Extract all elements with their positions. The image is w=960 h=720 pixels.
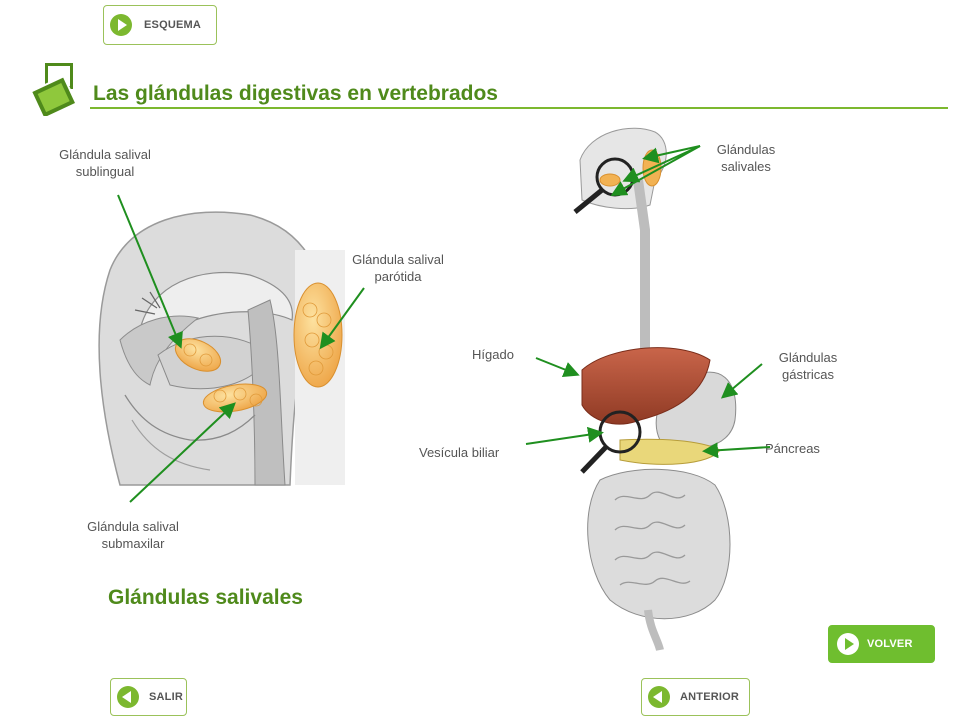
- arrow-submaxilar: [129, 402, 236, 503]
- label-glandulas-gastricas-line2: gástricas: [781, 367, 835, 382]
- arrow-higado: [535, 357, 580, 377]
- label-sublingual: Glándula salival sublingual: [30, 146, 180, 180]
- notebook-icon: [30, 61, 78, 116]
- back-arrow-icon: [648, 686, 670, 708]
- label-parotida: Glándula salival parótida: [323, 251, 473, 285]
- esquema-label: ESQUEMA: [144, 19, 202, 31]
- label-glandulas-salivales-line1: Glándulas: [716, 142, 776, 157]
- label-sublingual-line1: Glándula salival: [59, 147, 151, 162]
- title-divider: [90, 107, 948, 109]
- play-icon: [837, 633, 859, 655]
- salir-label: SALIR: [149, 691, 183, 703]
- label-vesicula-biliar: Vesícula biliar: [419, 445, 500, 460]
- label-submaxilar: Glándula salival submaxilar: [58, 518, 208, 552]
- arrow-vesicula: [525, 426, 604, 445]
- label-glandulas-salivales: Glándulas salivales: [696, 141, 796, 175]
- label-submaxilar-line1: Glándula salival: [87, 519, 179, 534]
- label-higado: Hígado: [472, 347, 514, 362]
- arrow-salivales-2: [622, 145, 701, 183]
- arrow-gastricas: [720, 363, 763, 399]
- anterior-label: ANTERIOR: [680, 691, 740, 703]
- label-parotida-line1: Glándula salival: [352, 252, 444, 267]
- page-title: Las glándulas digestivas en vertebrados: [93, 82, 498, 105]
- label-glandulas-gastricas-line1: Glándulas: [778, 350, 838, 365]
- arrow-salivales-1: [642, 145, 701, 164]
- arrow-salivales-3: [610, 145, 701, 196]
- label-parotida-line2: parótida: [374, 269, 422, 284]
- label-pancreas: Páncreas: [765, 441, 820, 456]
- label-submaxilar-line2: submaxilar: [101, 536, 165, 551]
- arrow-sublingual: [117, 194, 183, 349]
- play-icon: [110, 14, 132, 36]
- label-glandulas-salivales-line2: salivales: [721, 159, 771, 174]
- section-subtitle: Glándulas salivales: [108, 586, 303, 609]
- back-arrow-icon: [117, 686, 139, 708]
- anterior-button[interactable]: ANTERIOR: [641, 678, 750, 716]
- label-sublingual-line2: sublingual: [75, 164, 135, 179]
- arrow-pancreas: [702, 442, 771, 459]
- label-glandulas-gastricas: Glándulas gástricas: [758, 349, 858, 383]
- salir-button[interactable]: SALIR: [110, 678, 187, 716]
- volver-label: VOLVER: [867, 638, 913, 650]
- digestive-system-illustration: [573, 127, 737, 652]
- arrow-parotida: [319, 287, 365, 350]
- volver-button[interactable]: VOLVER: [828, 625, 935, 663]
- esquema-button[interactable]: ESQUEMA: [103, 5, 217, 45]
